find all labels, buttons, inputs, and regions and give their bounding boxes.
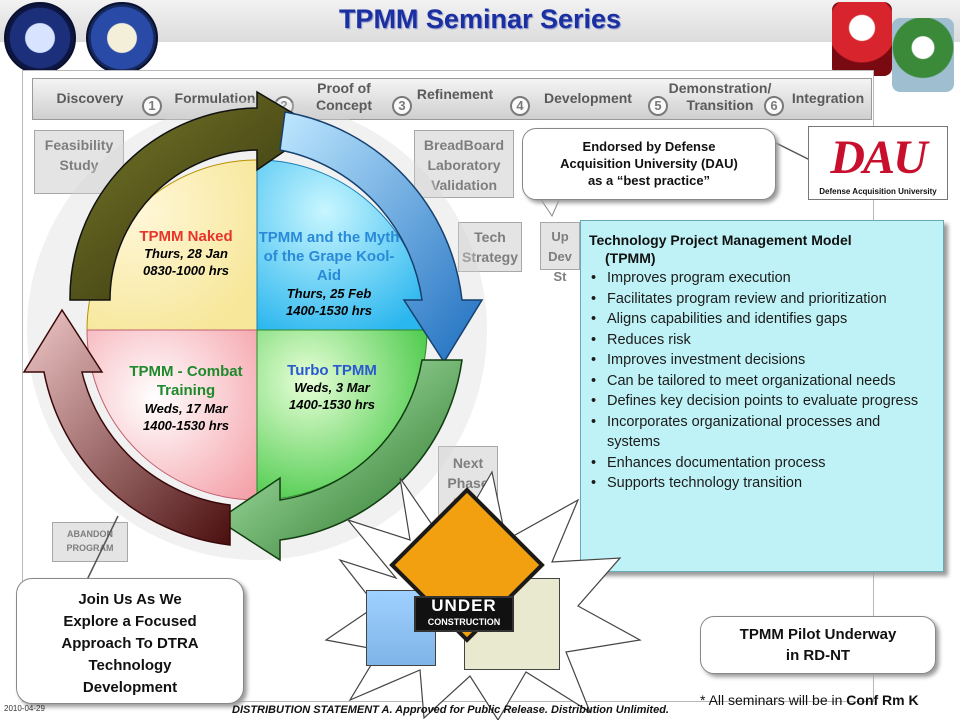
list-item: • Defines key decision points to evaluate… <box>589 391 933 412</box>
list-item-text: Facilitates program review and prioritiz… <box>607 290 887 307</box>
list-item-text: Aligns capabilities and identifies gaps <box>607 311 848 327</box>
list-item-text: Can be tailored to meet organizational n… <box>607 372 896 389</box>
phase-label: Demonstration/ Transition <box>668 80 772 113</box>
list-item: • Incorporates organizational processes a… <box>589 412 933 453</box>
footnote: * All seminars will be in Conf Rm K <box>700 692 919 708</box>
list-item: • Improves program execution <box>589 268 933 289</box>
bullet-icon: • <box>591 290 597 307</box>
phase-label: Refinement <box>416 86 494 102</box>
pilot-line-1: TPMM Pilot Underway <box>739 626 897 643</box>
pilot-line-2: in RD-NT <box>785 647 851 664</box>
list-item-text: Defines key decision points to evaluate … <box>607 393 919 409</box>
construction-label: CONSTRUCTION <box>427 617 501 627</box>
bullet-icon: • <box>591 352 597 368</box>
endorsement-line-3: as a “best practice” <box>587 173 711 188</box>
list-item: • Improves investment decisions <box>589 350 933 371</box>
diagram-box: Tech Strategy <box>458 222 522 272</box>
seminar-2-title: TPMM and the Myth of the Grape Kool-Aid <box>258 229 400 284</box>
dau-seal-logo <box>86 2 158 74</box>
diagram-box: Up Dev St <box>540 222 580 284</box>
dau-logo-mark: DAU <box>830 131 927 184</box>
seminar-3-date: Weds, 17 Mar <box>144 401 228 416</box>
seminar-3: TPMM - Combat Training Weds, 17 Mar 1400… <box>108 362 264 434</box>
army-smdc-logo <box>832 2 892 76</box>
phase-label: Formulation <box>174 90 256 106</box>
join-line-1: Join Us As We <box>78 591 182 608</box>
bullet-icon: • <box>591 475 597 491</box>
bullet-icon: • <box>591 372 597 389</box>
seminar-1: TPMM Naked Thurs, 28 Jan 0830-1000 hrs <box>116 228 256 279</box>
seminar-4: Turbo TPMM Weds, 3 Mar 1400-1530 hrs <box>262 362 402 413</box>
footnote-room: Conf Rm K <box>846 692 919 708</box>
list-item: • Can be tailored to meet organizational … <box>589 371 933 392</box>
pilot-callout: TPMM Pilot Underway in RD-NT <box>700 616 936 674</box>
join-line-5: Development <box>82 679 178 696</box>
list-item: • Facilitates program review and prioriti… <box>589 289 933 310</box>
seminar-4-title: Turbo TPMM <box>287 362 377 379</box>
join-line-2: Explore a Focused <box>63 613 197 630</box>
list-item: • Enhances documentation process <box>589 453 933 474</box>
list-item: • Supports technology transition <box>589 473 933 494</box>
phase-label: Integration <box>791 90 865 106</box>
under-construction-label: UNDER CONSTRUCTION <box>414 596 514 632</box>
seminar-1-title: TPMM Naked <box>139 228 233 245</box>
footnote-prefix: * All seminars will be in <box>700 692 847 708</box>
bullet-icon: • <box>591 270 597 286</box>
list-item-text: Improves investment decisions <box>607 352 806 368</box>
bullet-icon: • <box>591 331 597 348</box>
diagram-box: ABANDON PROGRAM <box>52 522 128 562</box>
list-item-text: Supports technology transition <box>607 475 803 491</box>
title-bar <box>0 0 960 42</box>
under-label: UNDER <box>431 596 497 615</box>
slide-date: 2010-04-29 <box>4 704 45 713</box>
list-item: • Reduces risk <box>589 330 933 351</box>
list-item-text: Incorporates organizational processes an… <box>607 413 881 451</box>
list-item: • Aligns capabilities and identifies gaps <box>589 309 933 330</box>
phase-label: Proof of Concept <box>316 80 372 113</box>
diagram-box: BreadBoard Laboratory Validation <box>414 130 514 198</box>
seminar-4-time: 1400-1530 hrs <box>288 397 375 412</box>
slide-title: TPMM Seminar Series <box>338 4 622 34</box>
endorsement-line-2: Acquisition University (DAU) <box>560 156 738 171</box>
bullet-icon: • <box>591 413 597 430</box>
seminar-2-date: Thurs, 25 Feb <box>286 286 372 301</box>
list-item-text: Reduces risk <box>607 331 691 348</box>
bullet-icon: • <box>591 393 597 409</box>
join-us-callout: Join Us As We Explore a Focused Approach… <box>16 578 244 704</box>
phase-label: Development <box>544 90 632 106</box>
list-item-text: Enhances documentation process <box>607 454 826 471</box>
seminar-1-time: 0830-1000 hrs <box>142 263 229 278</box>
distribution-statement: DISTRIBUTION STATEMENT A. Approved for P… <box>232 704 669 716</box>
seminar-4-date: Weds, 3 Mar <box>294 380 370 395</box>
seminar-2-time: 1400-1530 hrs <box>285 303 372 318</box>
phase-number: 6 <box>764 96 784 116</box>
dau-logo: DAU Defense Acquisition University <box>808 126 948 200</box>
seminar-1-date: Thurs, 28 Jan <box>144 246 228 261</box>
endorsement-callout: Endorsed by Defense Acquisition Universi… <box>522 128 776 200</box>
seminar-3-time: 1400-1530 hrs <box>142 418 229 433</box>
tpmm-heading: Technology Project Management Model <box>589 232 852 248</box>
endorsement-line-1: Endorsed by Defense <box>582 139 716 154</box>
join-line-4: Technology <box>88 657 172 674</box>
tpmm-benefit-list: • Improves program execution • Facilitates… <box>589 268 933 494</box>
tpmm-heading-acronym: (TPMM) <box>605 250 656 266</box>
bullet-icon: • <box>591 454 597 471</box>
list-item-text: Improves program execution <box>607 270 791 286</box>
phase-label: Discovery <box>56 90 124 106</box>
phase-number: 4 <box>510 96 530 116</box>
dau-logo-subtitle: Defense Acquisition University <box>819 187 937 196</box>
phase-number: 1 <box>142 96 162 116</box>
phase-number: 3 <box>392 96 412 116</box>
diagram-box: Feasibility Study <box>34 130 124 194</box>
tpmm-benefits-box: Technology Project Management Model (TPM… <box>580 220 944 572</box>
seminar-2: TPMM and the Myth of the Grape Kool-Aid … <box>256 228 402 319</box>
phase-number: 5 <box>648 96 668 116</box>
join-line-3: Approach To DTRA <box>61 635 199 652</box>
seminar-3-title: TPMM - Combat Training <box>129 363 243 399</box>
phase-bar <box>32 78 872 120</box>
army-eagle-logo <box>892 18 954 92</box>
bullet-icon: • <box>591 311 597 327</box>
